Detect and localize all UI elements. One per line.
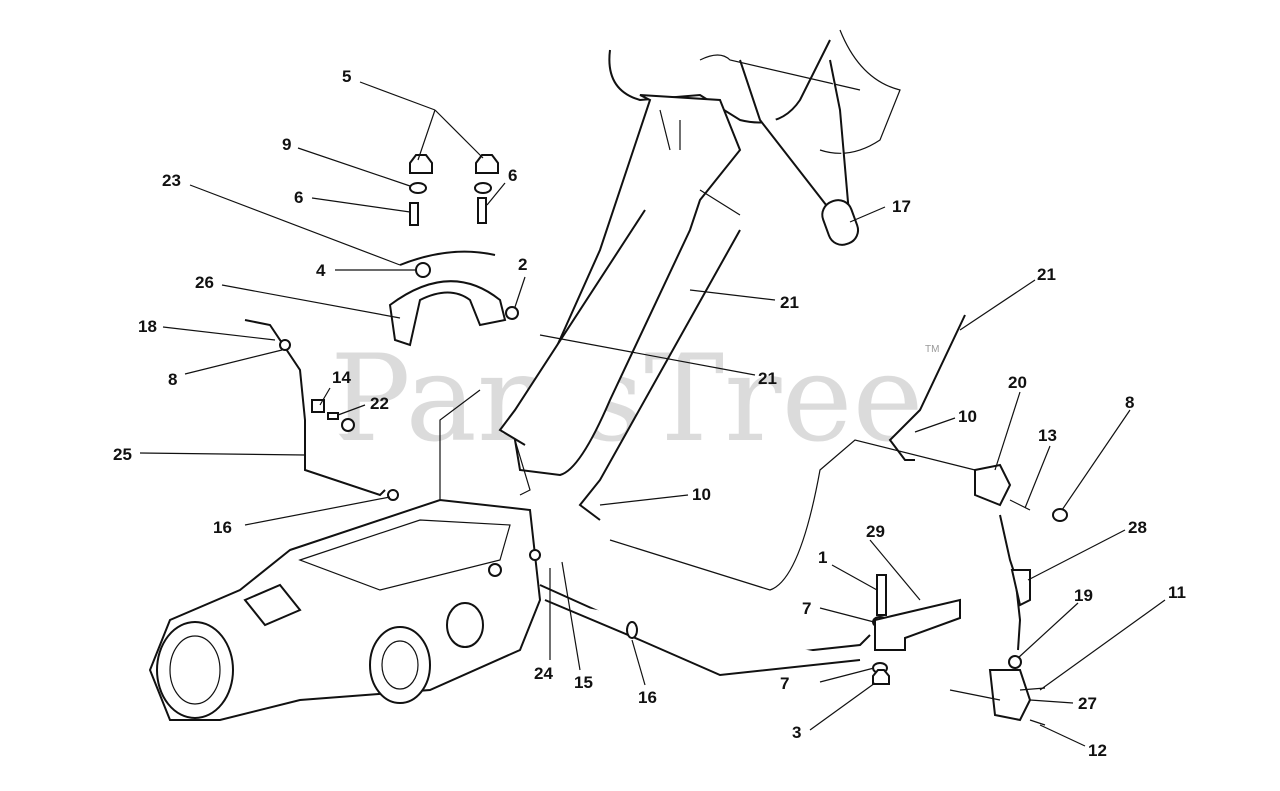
callout-13: 13 <box>1038 426 1057 445</box>
handle-frame <box>513 29 901 496</box>
right-linkage <box>949 463 1068 726</box>
callouts: 5 9 6 6 23 4 2 26 18 8 14 22 25 16 21 21… <box>113 67 1186 760</box>
callout-18: 18 <box>138 317 157 336</box>
watermark-trademark: TM <box>925 344 939 355</box>
callout-15: 15 <box>574 673 593 692</box>
callout-24: 24 <box>534 664 553 683</box>
callout-3: 3 <box>792 723 801 742</box>
callout-20: 20 <box>1008 373 1027 392</box>
callout-8-left: 8 <box>168 370 177 389</box>
callout-26: 26 <box>195 273 214 292</box>
callout-12: 12 <box>1088 741 1107 760</box>
callout-1: 1 <box>818 548 827 567</box>
quadrant-assembly <box>388 154 519 347</box>
callout-23: 23 <box>162 171 181 190</box>
callout-8-right: 8 <box>1125 393 1134 412</box>
callout-14: 14 <box>332 368 351 387</box>
callout-4: 4 <box>316 261 326 280</box>
shift-rods <box>498 59 966 521</box>
callout-7-upper: 7 <box>802 599 811 618</box>
knob-grip <box>821 199 860 246</box>
callout-22: 22 <box>370 394 389 413</box>
callout-21-middle: 21 <box>780 293 799 312</box>
leader-lines <box>139 81 1166 747</box>
callout-10-upper: 10 <box>958 407 977 426</box>
callout-25: 25 <box>113 445 132 464</box>
callout-19: 19 <box>1074 586 1093 605</box>
callout-27: 27 <box>1078 694 1097 713</box>
callout-10-lower: 10 <box>692 485 711 504</box>
callout-9: 9 <box>282 135 291 154</box>
callout-16-left: 16 <box>213 518 232 537</box>
callout-11: 11 <box>1168 583 1186 602</box>
callout-21-right: 21 <box>1037 265 1056 284</box>
callout-28: 28 <box>1128 518 1147 537</box>
transaxle-housing <box>148 498 542 721</box>
callout-17: 17 <box>892 197 911 216</box>
shift-linkage <box>439 389 976 677</box>
callout-21-lower: 21 <box>758 369 777 388</box>
callout-6: 6 <box>294 188 303 207</box>
callout-29: 29 <box>866 522 885 541</box>
left-lever <box>244 319 399 501</box>
callout-6-right: 6 <box>508 166 517 185</box>
callout-7-lower: 7 <box>780 674 789 693</box>
callout-16-right: 16 <box>638 688 657 707</box>
callout-2: 2 <box>518 255 527 274</box>
callout-5: 5 <box>342 67 351 86</box>
bracket-assembly <box>872 574 961 685</box>
